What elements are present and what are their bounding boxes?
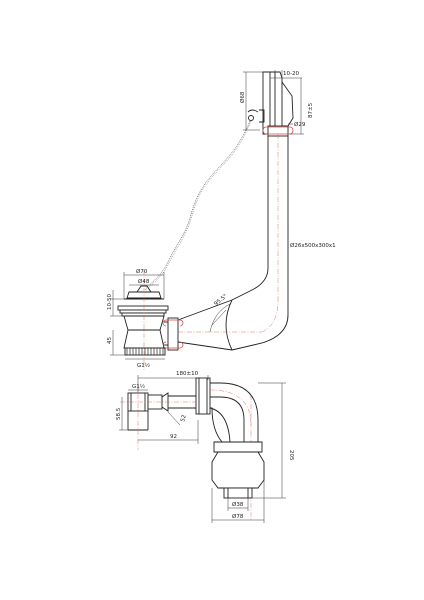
- dim-waste-inner: Ø48: [138, 278, 150, 285]
- trap-assembly: 180±10 G1½ 58.5 52 92 205 Ø38 Ø78: [116, 371, 294, 523]
- overflow-tube: [177, 134, 289, 351]
- dim-outlet-outer: Ø78: [232, 513, 244, 520]
- dim-offset-92: 92: [170, 434, 177, 440]
- dim-inlet-thread: G1½: [132, 383, 145, 390]
- top-assembly: 10-20 Ø68 87±5 Ø29 Ø26x500x300x1 Ø70 Ø48…: [107, 70, 336, 370]
- top-dimensions: [110, 70, 304, 360]
- dim-waste-dia: Ø70: [136, 268, 148, 275]
- dim-offset-52: 52: [180, 414, 188, 422]
- trap-labels: 180±10 G1½ 58.5 52 92 205 Ø38 Ø78: [116, 371, 294, 520]
- dim-waste-height: 10-50: [107, 294, 113, 310]
- dim-angle: 95.5°: [213, 293, 229, 307]
- dim-overflow-pipe: Ø29: [294, 121, 306, 128]
- dim-waste-depth: 45: [107, 337, 113, 344]
- dim-inlet-height: 58.5: [116, 407, 122, 420]
- dim-trap-height: 205: [288, 450, 294, 461]
- overflow-head: [247, 71, 294, 137]
- trap-body: [195, 377, 265, 520]
- dim-overflow-height: 87±5: [308, 102, 314, 118]
- dim-waste-thread: G1½: [137, 362, 150, 369]
- dim-trap-length: 180±10: [176, 371, 199, 377]
- dim-overflow-depth: 10-20: [283, 71, 299, 77]
- dim-outlet-inner: Ø38: [232, 501, 244, 508]
- trap-dimensions: [119, 375, 286, 523]
- dim-tube: Ø26x500x300x1: [290, 242, 336, 249]
- trap-inlet: [120, 385, 210, 450]
- union-nut: [162, 317, 184, 351]
- dim-overflow-dia: Ø68: [239, 91, 246, 103]
- plug-chain: [144, 120, 251, 291]
- waste-plug: [117, 270, 169, 370]
